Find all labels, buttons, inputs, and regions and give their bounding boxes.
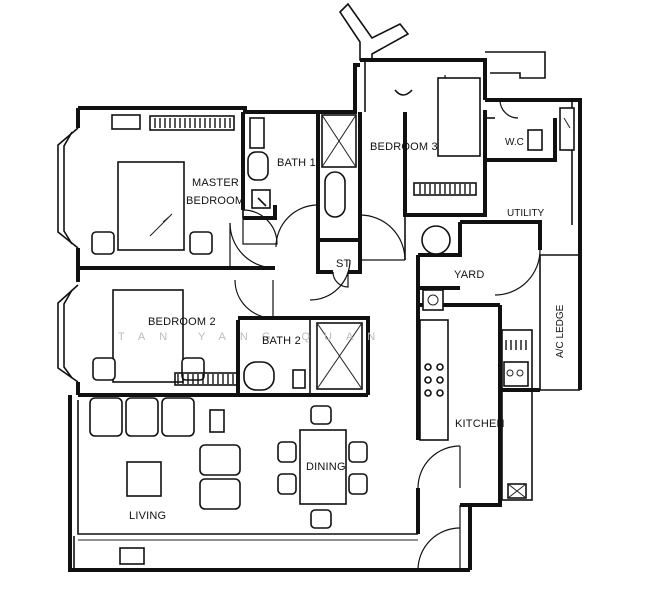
wc-fixtures xyxy=(527,107,575,151)
label-wc: W.C xyxy=(505,137,524,148)
label-master-bedroom-line2: BEDROOM xyxy=(186,195,244,207)
dining-furniture xyxy=(277,405,368,529)
bath1-fixtures xyxy=(247,114,357,218)
label-living: LIVING xyxy=(129,510,166,522)
label-kitchen: KITCHEN xyxy=(455,418,505,430)
label-ac-ledge: A/C LEDGE xyxy=(555,304,566,358)
room-labels: MASTER BEDROOM BATH 1 BEDROOM 3 W.C UTIL… xyxy=(129,137,566,522)
master-bedroom-furniture xyxy=(91,114,235,255)
label-utility: UTILITY xyxy=(507,208,545,219)
label-store: ST xyxy=(336,258,351,270)
bath2-fixtures xyxy=(243,322,363,391)
watermark-text: TAN YANG QUAN xyxy=(118,331,389,343)
label-bedroom3: BEDROOM 3 xyxy=(370,141,438,153)
living-furniture xyxy=(89,397,241,565)
label-bedroom2: BEDROOM 2 xyxy=(148,316,216,328)
bedroom2-furniture xyxy=(92,289,238,386)
doors xyxy=(229,74,541,571)
label-yard: YARD xyxy=(454,269,485,281)
label-bath1: BATH 1 xyxy=(277,157,316,169)
label-bath2: BATH 2 xyxy=(262,335,301,347)
label-dining: DINING xyxy=(306,461,346,473)
interior-walls xyxy=(78,110,557,440)
exterior-walls xyxy=(57,51,582,572)
kitchen-fixtures xyxy=(419,319,533,501)
bedroom3-furniture xyxy=(394,77,481,196)
label-master-bedroom-line1: MASTER xyxy=(192,177,239,189)
yard-fixtures xyxy=(421,225,451,311)
top-structure xyxy=(338,2,410,61)
